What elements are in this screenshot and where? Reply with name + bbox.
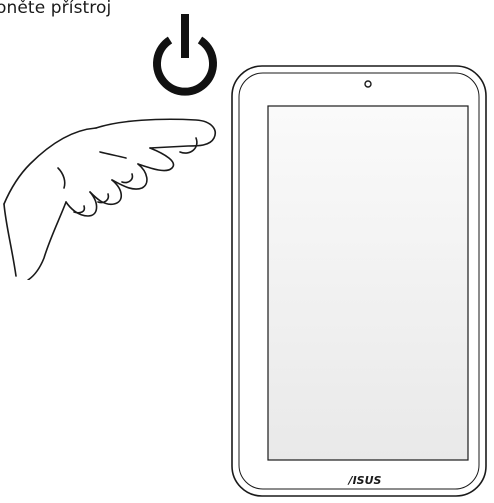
camera-icon <box>365 81 371 87</box>
brand-logo: /ISUS <box>347 474 382 487</box>
pointing-hand-illustration <box>0 108 222 280</box>
tablet-screen <box>268 106 468 460</box>
tablet-device: /ISUS <box>231 65 487 497</box>
instruction-caption: oněte přístroj <box>0 0 111 18</box>
power-icon <box>148 6 222 100</box>
